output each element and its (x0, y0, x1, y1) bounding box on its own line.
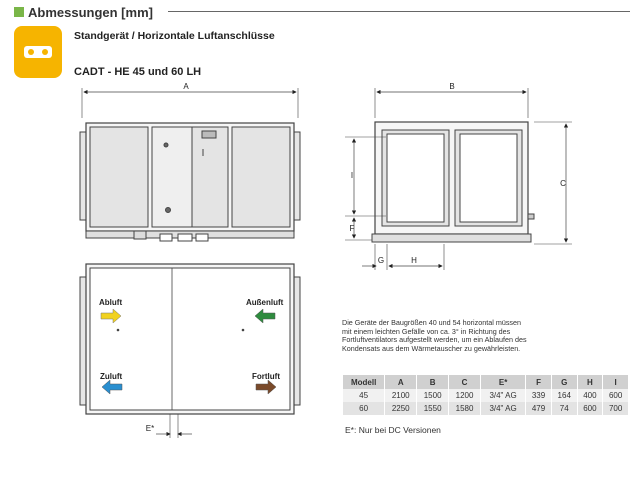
airflow-zuluft: Zuluft (100, 372, 123, 395)
table-header: C (448, 375, 481, 389)
airflow-aussenluft: Außenluft (246, 298, 284, 324)
table-cell: 400 (577, 389, 604, 402)
abluft-label: Abluft (99, 298, 122, 307)
section-header: Abmessungen [mm] (14, 2, 153, 22)
unit-subtitle: Standgerät / Horizontale Luftanschlüsse (74, 30, 275, 42)
table-cell: 600 (577, 402, 604, 415)
table-cell: 1200 (448, 389, 481, 402)
table-cell: 1500 (416, 389, 450, 402)
table-cell: 164 (551, 389, 578, 402)
table-header: B (416, 375, 450, 389)
table-cell: 60 (343, 402, 386, 415)
table-header: H (577, 375, 604, 389)
airflow-abluft: Abluft (99, 298, 122, 324)
table-cell: 45 (343, 389, 386, 402)
table-header: G (551, 375, 578, 389)
table-header-row: Modell A B C E* F G H I (343, 375, 629, 389)
table-header: F (525, 375, 552, 389)
table-cell: 3/4" AG (480, 402, 527, 415)
table-cell: 2100 (384, 389, 418, 402)
side-view (345, 88, 572, 270)
table-header: A (384, 375, 418, 389)
dimension-b-label: B (449, 82, 454, 91)
table-cell: 2250 (384, 402, 418, 415)
table-cell: 1550 (416, 402, 450, 415)
section-marker-icon (14, 7, 24, 17)
abluft-arrow-icon (100, 308, 122, 324)
model-title: CADT - HE 45 und 60 LH (74, 66, 202, 78)
table-cell: 479 (525, 402, 552, 415)
aussenluft-arrow-icon (254, 308, 276, 324)
front-view (79, 88, 301, 242)
table-header: Modell (343, 375, 386, 389)
table-row: 45 2100 1500 1200 3/4" AG 339 164 400 60… (343, 389, 629, 402)
dimension-a-label: A (183, 82, 189, 91)
dimension-h-label: H (411, 256, 417, 265)
table-row: 60 2250 1550 1580 3/4" AG 479 74 600 700 (343, 402, 629, 415)
dimension-g-label: G (378, 256, 384, 265)
footnote: E*: Nur bei DC Versionen (345, 425, 441, 435)
airflow-fortluft: Fortluft (252, 372, 280, 395)
dimension-c-label: C (560, 179, 566, 188)
table-cell: 74 (551, 402, 578, 415)
top-view (79, 263, 301, 438)
dimension-e-label: E* (146, 424, 154, 433)
table-cell: 600 (602, 389, 629, 402)
fortluft-arrow-icon (255, 379, 277, 395)
table-header: I (602, 375, 629, 389)
table-cell: 3/4" AG (480, 389, 527, 402)
duct-connection-icon (14, 26, 62, 78)
zuluft-arrow-icon (101, 379, 123, 395)
dimension-i-label: I (351, 171, 353, 180)
aussenluft-label: Außenluft (246, 298, 284, 307)
table-cell: 1580 (448, 402, 481, 415)
dimensions-table: Modell A B C E* F G H I 45 2100 1500 120… (343, 375, 629, 415)
header-divider (168, 11, 630, 12)
table-header: E* (480, 375, 527, 389)
zuluft-label: Zuluft (100, 372, 123, 381)
fortluft-label: Fortluft (252, 372, 280, 381)
dimension-f-label: F (350, 224, 355, 233)
installation-note: Die Geräte der Baugrößen 40 und 54 horiz… (342, 318, 527, 354)
table-cell: 339 (525, 389, 552, 402)
section-title: Abmessungen [mm] (28, 4, 153, 20)
table-cell: 700 (602, 402, 629, 415)
